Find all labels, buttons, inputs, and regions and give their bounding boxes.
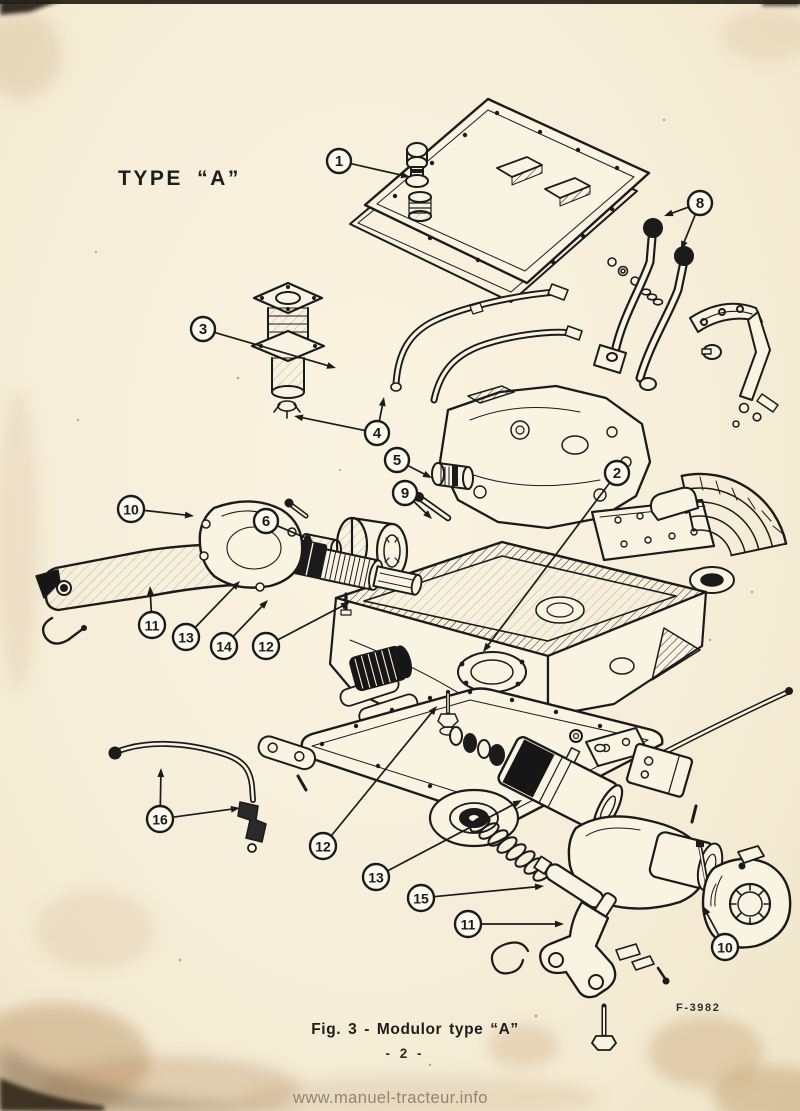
svg-text:2: 2 xyxy=(613,465,621,482)
callout-layer: 1 8 3 459 2 10 6 11 13 14 12 16 12 13 15 11 10 xyxy=(116,147,740,962)
watermark: www.manuel-tracteur.info xyxy=(293,1089,488,1107)
svg-text:1: 1 xyxy=(335,153,343,170)
quadrant-guide-bracket xyxy=(689,302,779,428)
paper-stains xyxy=(0,9,800,1111)
svg-text:8: 8 xyxy=(696,195,704,212)
callout-5: 5 xyxy=(383,446,432,478)
callout-13: 13 xyxy=(171,581,240,652)
callout-10: 10 xyxy=(703,906,740,962)
hydraulic-pump-assembly xyxy=(414,384,652,530)
callout-9: 9 xyxy=(391,479,432,519)
svg-text:4: 4 xyxy=(373,425,382,442)
svg-text:11: 11 xyxy=(461,917,476,933)
breather-assembly xyxy=(250,281,326,419)
callout-11: 11 xyxy=(453,909,564,939)
callout-2: 2 xyxy=(483,459,631,652)
svg-text:10: 10 xyxy=(717,940,733,956)
svg-text:13: 13 xyxy=(178,630,194,646)
svg-text:15: 15 xyxy=(413,891,429,907)
lift-cylinder-assembly xyxy=(449,687,793,1051)
callout-13: 13 xyxy=(361,800,522,892)
scan-speckles xyxy=(76,118,754,1067)
callout-12: 12 xyxy=(308,706,437,861)
svg-text:13: 13 xyxy=(368,870,384,886)
ribbed-sector-cover xyxy=(650,472,788,594)
drawing-number: F-3982 xyxy=(676,1002,721,1014)
svg-text:3: 3 xyxy=(199,321,207,338)
callout-1: 1 xyxy=(325,147,410,179)
svg-text:9: 9 xyxy=(401,485,409,502)
callout-4: 4 xyxy=(294,397,391,447)
hand-control-levers xyxy=(593,218,694,391)
svg-text:10: 10 xyxy=(123,502,139,518)
svg-text:5: 5 xyxy=(393,452,401,469)
callout-11: 11 xyxy=(137,586,167,640)
callout-6: 6 xyxy=(252,507,313,541)
control-rod-16 xyxy=(108,735,317,853)
callout-15: 15 xyxy=(406,883,544,913)
figure-caption: Fig. 3 - Modulor type “A” xyxy=(311,1021,519,1038)
callout-12: 12 xyxy=(251,602,350,661)
page-title: TYPE “A” xyxy=(118,167,241,190)
callout-16: 16 xyxy=(145,768,240,834)
svg-text:12: 12 xyxy=(315,839,331,855)
callout-8: 8 xyxy=(664,189,714,250)
svg-text:6: 6 xyxy=(262,513,270,530)
callout-10: 10 xyxy=(116,494,194,524)
callout-3: 3 xyxy=(189,315,336,369)
callout-14: 14 xyxy=(209,600,268,661)
svg-text:16: 16 xyxy=(152,812,168,828)
hydraulic-pipes xyxy=(390,283,583,404)
page-number: - 2 - xyxy=(385,1046,425,1061)
svg-text:14: 14 xyxy=(216,639,232,655)
svg-text:12: 12 xyxy=(258,639,274,655)
top-cover-plate xyxy=(349,97,651,303)
svg-text:11: 11 xyxy=(145,618,160,634)
